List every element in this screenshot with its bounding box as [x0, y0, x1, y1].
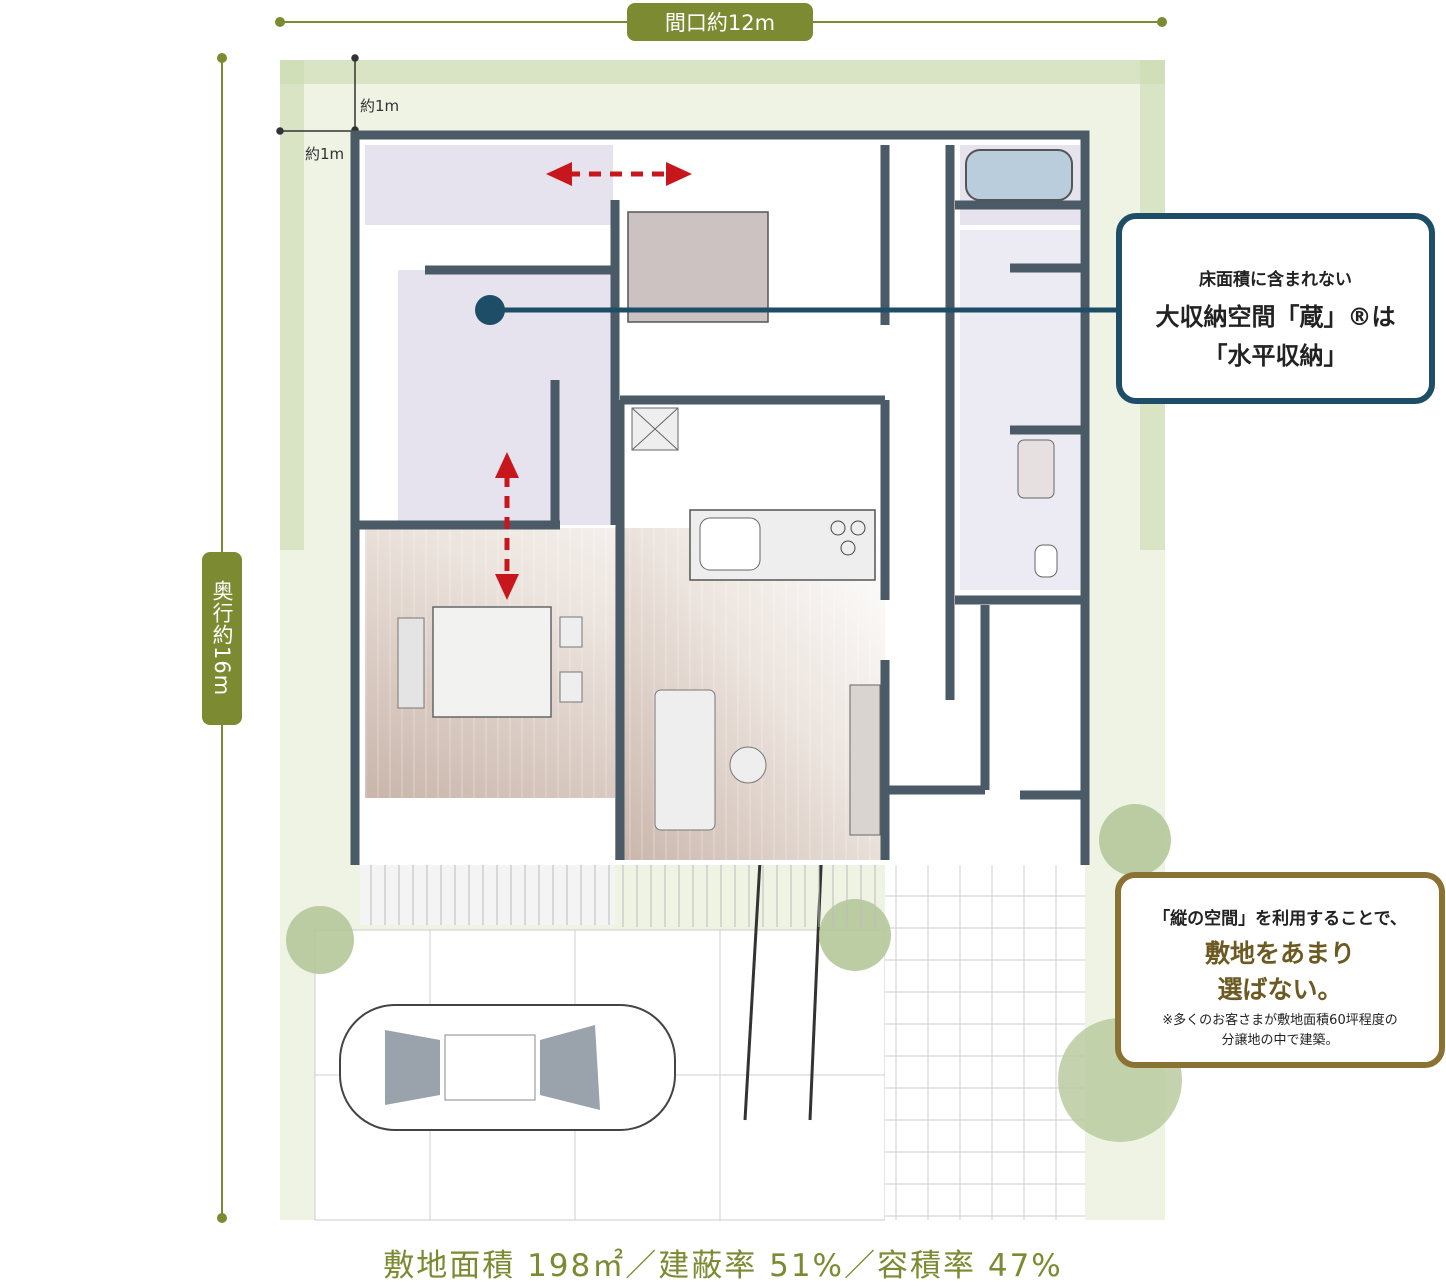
storage-callout-line3: 「水平収納」	[1203, 342, 1348, 370]
vertical-storage-arrow	[495, 452, 519, 600]
site-summary: 敷地面積 198㎡／建蔽率 51%／容積率 47%	[383, 1248, 1063, 1284]
tiled-area	[885, 860, 1085, 1220]
site-callout-line1: 「縦の空間」を利用することで、	[1153, 909, 1407, 929]
car	[339, 1004, 676, 1131]
walls	[350, 130, 1090, 865]
horizontal-storage-arrow	[546, 162, 692, 186]
storage-callout-line2: 大収納空間「蔵」®は	[1155, 303, 1396, 331]
site-callout: 「縦の空間」を利用することで、 敷地をあまり 選ばない。 ※多くのお客さまが敷地…	[1115, 872, 1445, 1068]
site-callout-note1: ※多くのお客さまが敷地面積60坪程度の	[1162, 1013, 1398, 1028]
storage-room	[365, 145, 613, 225]
site-callout-note2: 分譲地の中で建築。	[1221, 1033, 1339, 1048]
trees	[286, 804, 1182, 1142]
storage-callout: 床面積に含まれない 大収納空間「蔵」®は 「水平収納」	[1116, 213, 1435, 404]
setback-side-label: 約1m	[305, 145, 345, 163]
frontage-label: 間口約12m	[627, 3, 813, 41]
callout-leader-line	[475, 295, 1118, 325]
furniture	[397, 149, 1073, 836]
site-callout-line2: 敷地をあまり	[1204, 939, 1355, 968]
depth-label: 奥行約16m	[202, 552, 242, 725]
site-callout-line3: 選ばない。	[1217, 975, 1343, 1004]
storage-callout-line1: 床面積に含まれない	[1199, 270, 1352, 290]
setback-top-label: 約1m	[360, 97, 400, 115]
